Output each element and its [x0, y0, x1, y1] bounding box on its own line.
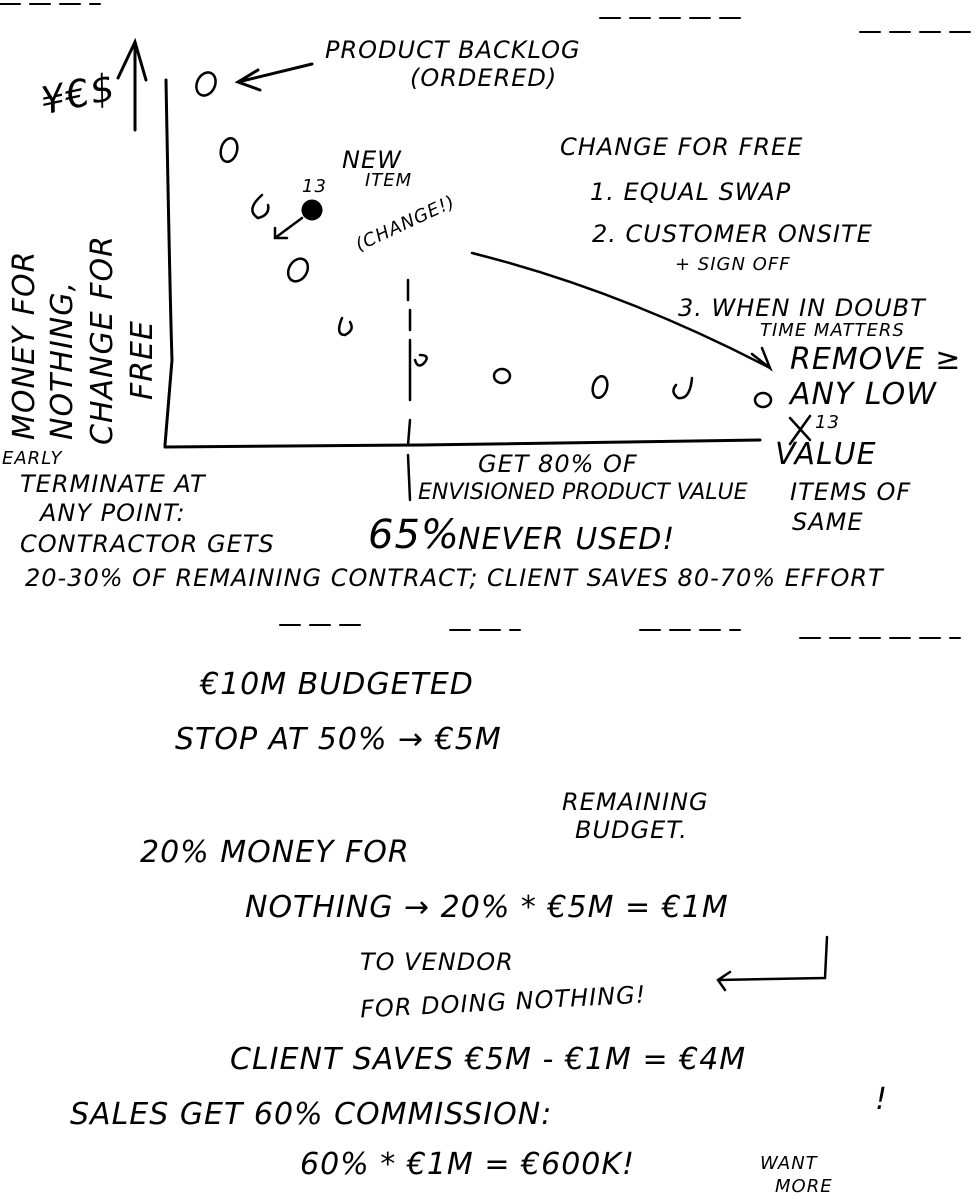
vendor-arrow	[716, 935, 829, 992]
backlog-label-line1: PRODUCT BACKLOG	[325, 36, 581, 64]
new-item-label-1: NEW	[342, 146, 402, 174]
change-for-free-title: CHANGE FOR FREE	[560, 133, 804, 161]
side-label-3: CHANGE FOR	[85, 235, 120, 445]
early-label: EARLY	[2, 448, 63, 469]
change-item-1: 1. EQUAL SWAP	[590, 178, 792, 206]
remove-note-3: VALUE	[775, 437, 877, 472]
new-item-filled	[301, 199, 323, 221]
calc-sales-2: 60% * €1M = €600K!	[300, 1147, 636, 1182]
reorder-arrow	[470, 251, 773, 372]
remove-note-5: SAME	[792, 508, 864, 536]
exclamation-mark: !	[875, 1082, 889, 1117]
early-line-4: 20-30% OF REMAINING CONTRACT; CLIENT SAV…	[25, 564, 884, 592]
new-item-arrow	[273, 216, 304, 240]
change-item-2b: + SIGN OFF	[675, 254, 791, 275]
never-used-text: NEVER USED!	[458, 522, 676, 557]
change-item-2: 2. CUSTOMER ONSITE	[592, 220, 873, 248]
early-line-2: ANY POINT:	[40, 499, 186, 527]
calc-stop: STOP AT 50% → €5M	[175, 722, 502, 757]
side-label-4: FREE	[125, 319, 160, 400]
early-line-1: TERMINATE AT	[20, 470, 206, 498]
calc-client-saves: CLIENT SAVES €5M - €1M = €4M	[230, 1042, 747, 1077]
calc-remaining-1: REMAINING	[562, 788, 709, 816]
remove-note-2: ANY LOW	[790, 377, 937, 412]
remove-note-1: REMOVE ≥	[790, 342, 962, 377]
want-more-2: MORE	[775, 1176, 833, 1197]
side-label-2: NOTHING,	[45, 280, 80, 440]
dashed-divider	[406, 278, 412, 502]
calc-remaining-2: BUDGET.	[575, 816, 688, 844]
side-label-1: MONEY FOR	[7, 250, 42, 440]
y-axis-arrow	[116, 37, 148, 132]
backlog-items	[195, 71, 773, 409]
backlog-label-line2: (ORDERED)	[410, 64, 558, 92]
backlog-pointer-arrow	[234, 62, 314, 92]
value-note-2: ENVISIONED PRODUCT VALUE	[418, 480, 748, 505]
calc-budget: €10M BUDGETED	[200, 667, 474, 702]
calc-sales-1: SALES GET 60% COMMISSION:	[70, 1097, 553, 1132]
calc-mfn-2: NOTHING → 20% * €5M = €1M	[245, 890, 729, 925]
want-more-1: WANT	[760, 1153, 818, 1174]
removed-item-cross	[788, 414, 812, 446]
value-note-1: GET 80% OF	[478, 450, 638, 478]
new-item-number: 13	[302, 176, 327, 197]
never-used-percent: 65%	[368, 512, 460, 558]
removed-item-number: 13	[815, 412, 840, 433]
change-item-3b: TIME MATTERS	[760, 320, 905, 341]
y-axis	[163, 78, 174, 447]
calc-vendor-1: TO VENDOR	[360, 948, 514, 976]
scan-dashes	[0, 3, 978, 639]
remove-note-4: ITEMS OF	[790, 478, 912, 506]
calc-mfn-1: 20% MONEY FOR	[140, 835, 410, 870]
early-line-3: CONTRACTOR GETS	[20, 530, 275, 558]
x-axis	[163, 438, 762, 449]
new-item-label-2: ITEM	[365, 170, 413, 191]
change-item-3: 3. WHEN IN DOUBT	[678, 294, 926, 322]
